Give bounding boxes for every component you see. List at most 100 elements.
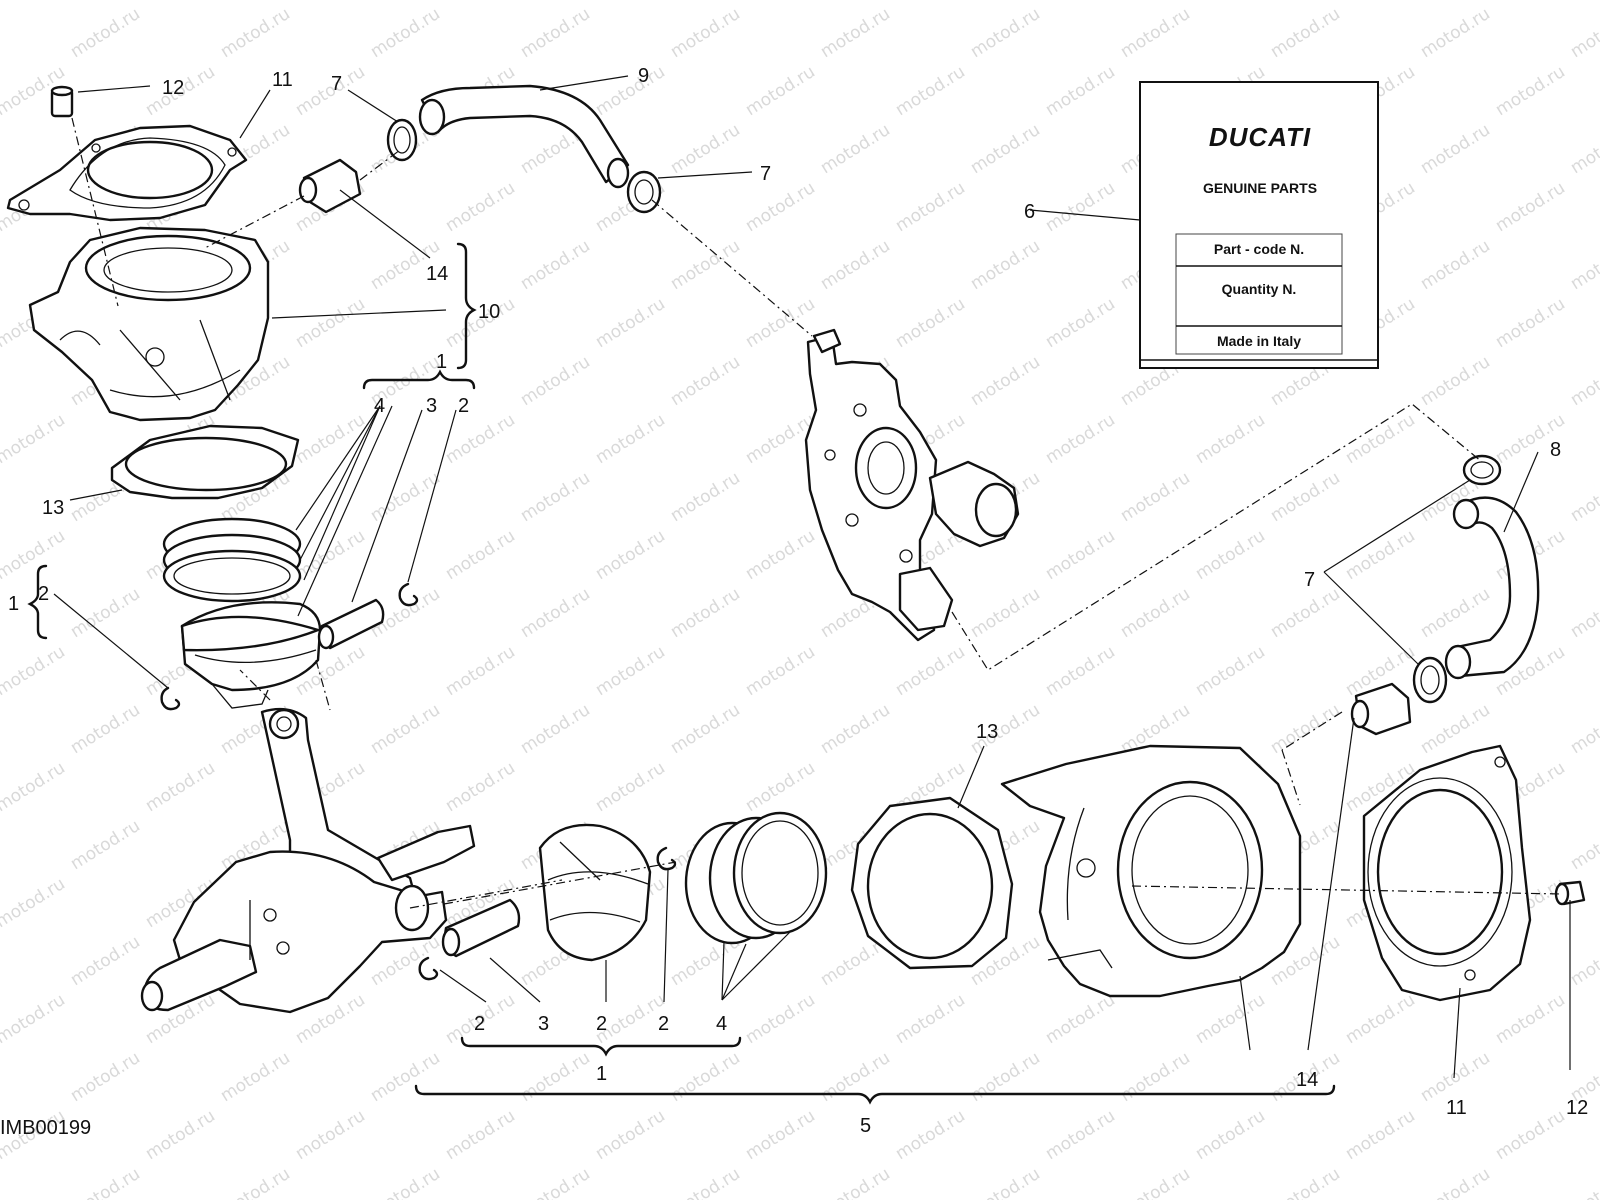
group-braces <box>27 242 1336 1105</box>
watermark-text: motod.ru <box>1267 468 1344 526</box>
watermark-text: motod.ru <box>67 1164 144 1200</box>
watermark-text: motod.ru <box>1567 468 1600 526</box>
watermark-text: motod.ru <box>67 584 144 642</box>
watermark-text: motod.ru <box>742 758 819 816</box>
callout-7: 7 <box>1304 569 1315 591</box>
watermark-text: motod.ru <box>0 642 69 700</box>
watermark-text: motod.ru <box>1042 410 1119 468</box>
watermark-text: motod.ru <box>1192 410 1269 468</box>
watermark-text: motod.ru <box>1567 1164 1600 1200</box>
watermark-text: motod.ru <box>742 62 819 120</box>
callout-6: 6 <box>1024 201 1035 223</box>
watermark-text: motod.ru <box>667 468 744 526</box>
watermark-text: motod.ru <box>667 4 744 62</box>
watermark-text: motod.ru <box>142 1106 219 1164</box>
water-pump-housing <box>804 328 1020 642</box>
watermark-text: motod.ru <box>1192 990 1269 1048</box>
watermark-text: motod.ru <box>1117 1048 1194 1106</box>
watermark-text: motod.ru <box>892 62 969 120</box>
label-field-origin: Made in Italy <box>1217 333 1301 349</box>
watermark-text: motod.ru <box>742 526 819 584</box>
watermark-text: motod.ru <box>1267 700 1344 758</box>
watermark-text: motod.ru <box>67 816 144 874</box>
watermark-text: motod.ru <box>667 236 744 294</box>
watermark-text: motod.ru <box>817 1164 894 1200</box>
watermark-text: motod.ru <box>817 120 894 178</box>
watermark-text: motod.ru <box>142 0 219 4</box>
watermark-text: motod.ru <box>442 758 519 816</box>
callout-12: 12 <box>162 77 184 99</box>
watermark-text: motod.ru <box>1567 584 1600 642</box>
watermark-text: motod.ru <box>1492 0 1569 4</box>
watermark-text: motod.ru <box>892 178 969 236</box>
watermark-text: motod.ru <box>1192 0 1269 4</box>
watermark-text: motod.ru <box>442 0 519 4</box>
watermark-text: motod.ru <box>967 4 1044 62</box>
watermark-text: motod.ru <box>592 758 669 816</box>
watermark-text: motod.ru <box>142 758 219 816</box>
watermark-text: motod.ru <box>217 1048 294 1106</box>
watermark-text: motod.ru <box>667 1164 744 1200</box>
watermark-text: motod.ru <box>667 700 744 758</box>
cylinder-top <box>28 226 270 422</box>
callout-4: 4 <box>374 395 385 417</box>
watermark-text: motod.ru <box>67 1048 144 1106</box>
watermark-text: motod.ru <box>1117 584 1194 642</box>
watermark-text: motod.ru <box>592 294 669 352</box>
watermark-text: motod.ru <box>967 236 1044 294</box>
callout-1: 1 <box>596 1063 607 1085</box>
base-gasket-top <box>110 424 300 500</box>
watermark-text: motod.ru <box>1192 526 1269 584</box>
watermark-text: motod.ru <box>592 410 669 468</box>
piston-pin-lower <box>441 898 521 958</box>
watermark-text: motod.ru <box>1567 352 1600 410</box>
callout-10: 10 <box>478 301 500 323</box>
watermark-text: motod.ru <box>1117 4 1194 62</box>
callout-9: 9 <box>638 65 649 87</box>
watermark-text: motod.ru <box>1417 584 1494 642</box>
watermark-text: motod.ru <box>517 468 594 526</box>
watermark-text: motod.ru <box>592 642 669 700</box>
watermark-text: motod.ru <box>592 1106 669 1164</box>
watermark-text: motod.ru <box>817 4 894 62</box>
watermark-text: motod.ru <box>592 526 669 584</box>
brand-logo: DUCATI <box>1209 122 1311 152</box>
watermark-text: motod.ru <box>1117 1164 1194 1200</box>
piston-lower <box>538 823 652 962</box>
piston-rings-lower <box>684 811 828 945</box>
watermark-text: motod.ru <box>967 1164 1044 1200</box>
callout-2: 2 <box>38 583 49 605</box>
watermark-text: motod.ru <box>1492 1106 1569 1164</box>
assembly-paths <box>71 117 1563 909</box>
watermark-text: motod.ru <box>1117 468 1194 526</box>
watermark-text: motod.ru <box>1567 700 1600 758</box>
watermark-text: motod.ru <box>0 526 69 584</box>
callout-4: 4 <box>716 1013 727 1035</box>
watermark-text: motod.ru <box>892 294 969 352</box>
callout-1: 1 <box>436 351 447 373</box>
watermark-text: motod.ru <box>817 1048 894 1106</box>
watermark-text: motod.ru <box>1342 990 1419 1048</box>
watermark-text: motod.ru <box>367 700 444 758</box>
head-gasket-lower <box>1362 744 1532 1002</box>
watermark-text: motod.ru <box>517 1048 594 1106</box>
circlip-top-right <box>398 582 419 607</box>
watermark-text: motod.ru <box>1042 294 1119 352</box>
watermark-text: motod.ru <box>1342 1106 1419 1164</box>
watermark-text: motod.ru <box>517 352 594 410</box>
watermark-text: motod.ru <box>442 526 519 584</box>
watermark-text: motod.ru <box>1192 642 1269 700</box>
watermark-text: motod.ru <box>517 700 594 758</box>
watermark-text: motod.ru <box>1042 526 1119 584</box>
callout-1: 1 <box>8 593 19 615</box>
watermark-text: motod.ru <box>1567 932 1600 990</box>
crankshaft-and-rod <box>140 707 476 1014</box>
watermark-text: motod.ru <box>367 1164 444 1200</box>
watermark-text: motod.ru <box>1492 990 1569 1048</box>
watermark-text: motod.ru <box>967 120 1044 178</box>
callout-7: 7 <box>331 73 342 95</box>
watermark-text: motod.ru <box>1342 0 1419 4</box>
label-field-quantity: Quantity N. <box>1222 281 1297 297</box>
watermark-text: motod.ru <box>1417 352 1494 410</box>
